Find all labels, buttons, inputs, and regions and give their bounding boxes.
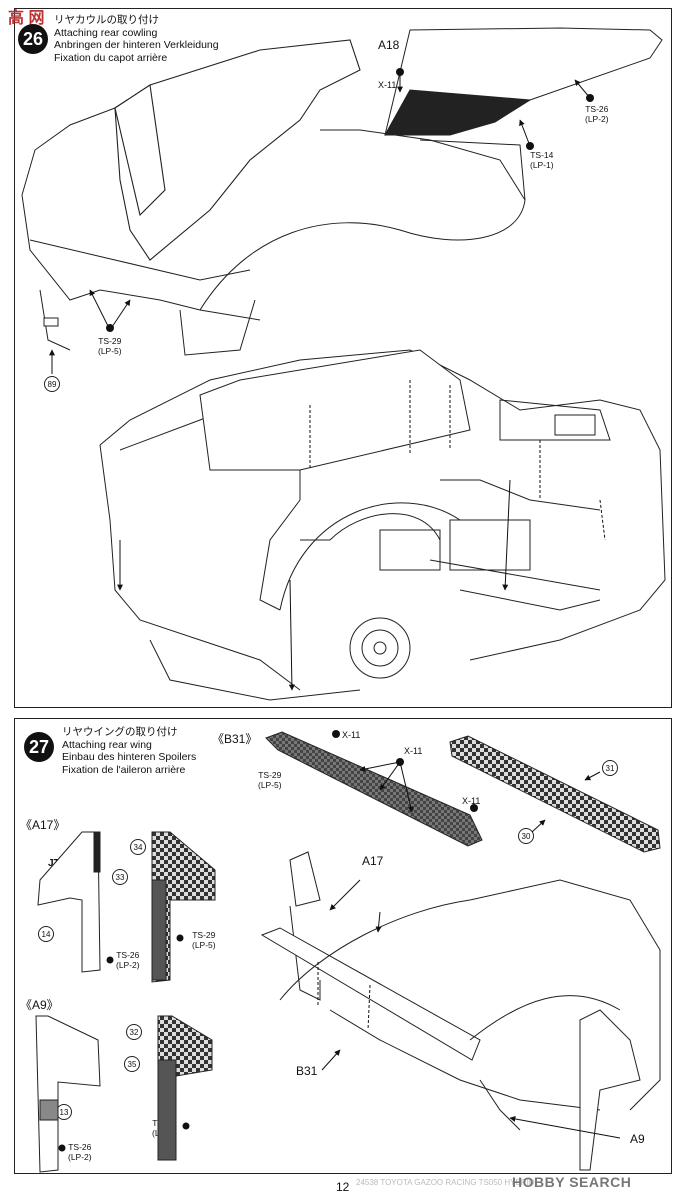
ref-89: 89 bbox=[44, 376, 60, 392]
paint-ts26-a9: TS-26 (LP-2) bbox=[68, 1142, 92, 1162]
step-27-panel bbox=[14, 718, 672, 1174]
paint-ts29: TS-29 (LP-5) bbox=[98, 336, 122, 356]
ref-35: 35 bbox=[124, 1056, 140, 1072]
paint-ts29-code: TS-29 bbox=[192, 930, 216, 940]
paint-ts26-a17: TS-26 (LP-2) bbox=[116, 950, 140, 970]
paint-lp5-code: (LP-5) bbox=[152, 1128, 176, 1138]
watermark-bottom: HOBBY SEARCH bbox=[512, 1174, 632, 1190]
ref-34: 34 bbox=[130, 839, 146, 855]
ref-14: 14 bbox=[38, 926, 54, 942]
title-de: Anbringen der hinteren Verkleidung bbox=[54, 39, 219, 51]
part-label-b31: B31 bbox=[296, 1064, 318, 1078]
title-fr: Fixation de l'aileron arrière bbox=[62, 763, 186, 776]
paint-ts29-a9: TS-29 (LP-5) bbox=[152, 1118, 176, 1138]
paint-lp2-code: (LP-2) bbox=[68, 1152, 92, 1162]
ref-31: 31 bbox=[602, 760, 618, 776]
ref-13: 13 bbox=[56, 1104, 72, 1120]
paint-ts14-code: TS-14 bbox=[530, 150, 554, 160]
paint-ts29-code: TS-29 bbox=[258, 770, 282, 780]
jtekt-logo-a17: JTEKT bbox=[48, 858, 80, 869]
footer-faint-text: 24538 TOYOTA GAZOO RACING TS050 HYBRID bbox=[356, 1178, 535, 1187]
paint-ts26-code: TS-26 bbox=[116, 950, 140, 960]
paint-ts29-code: TS-29 bbox=[152, 1118, 176, 1128]
paint-x11-b: X-11 bbox=[404, 746, 423, 756]
title-en: Attaching rear cowling bbox=[54, 26, 158, 39]
header-a17: 《A17》 bbox=[20, 818, 66, 832]
paint-lp5-code: (LP-5) bbox=[98, 346, 122, 356]
title-de: Einbau des hinteren Spoilers bbox=[62, 751, 197, 763]
paint-x11: X-11 bbox=[378, 80, 397, 90]
step-27-number: 27 bbox=[24, 732, 54, 762]
header-b31: 《B31》 bbox=[212, 732, 258, 746]
step-26-panel bbox=[14, 8, 672, 708]
ref-33: 33 bbox=[112, 869, 128, 885]
title-jp: リヤカウルの取り付け bbox=[54, 14, 159, 26]
paint-ts26-code: TS-26 bbox=[585, 104, 609, 114]
paint-lp2-code: (LP-2) bbox=[585, 114, 609, 124]
paint-x11-c: X-11 bbox=[462, 796, 481, 806]
paint-ts29-b31: TS-29 (LP-5) bbox=[258, 770, 282, 790]
paint-lp5-code: (LP-5) bbox=[258, 780, 282, 790]
paint-lp2-code: (LP-2) bbox=[116, 960, 140, 970]
ref-32: 32 bbox=[126, 1024, 142, 1040]
paint-lp5-code: (LP-5) bbox=[192, 940, 216, 950]
title-jp: リヤウイングの取り付け bbox=[62, 726, 178, 738]
title-en: Attaching rear wing bbox=[62, 738, 152, 751]
paint-ts14: TS-14 (LP-1) bbox=[530, 150, 554, 170]
paint-ts26-code: TS-26 bbox=[68, 1142, 92, 1152]
paint-ts29-code: TS-29 bbox=[98, 336, 122, 346]
jtekt-logo-a9: JTEKT bbox=[44, 1046, 76, 1057]
part-label-a18: A18 bbox=[378, 38, 400, 52]
paint-ts26: TS-26 (LP-2) bbox=[585, 104, 609, 124]
ref-30: 30 bbox=[518, 828, 534, 844]
watermark-top: 高 网 bbox=[8, 10, 45, 27]
paint-lp1-code: (LP-1) bbox=[530, 160, 554, 170]
header-a9: 《A9》 bbox=[20, 998, 59, 1012]
step-26-title: リヤカウルの取り付け Attaching rear cowling Anbrin… bbox=[54, 14, 219, 64]
part-label-a17: A17 bbox=[362, 854, 384, 868]
part-label-a9: A9 bbox=[630, 1132, 645, 1146]
step-26-number: 26 bbox=[18, 24, 48, 54]
step-27-title: リヤウイングの取り付け Attaching rear wing Einbau d… bbox=[62, 726, 196, 776]
paint-ts29-a17: TS-29 (LP-5) bbox=[192, 930, 216, 950]
page-number: 12 bbox=[336, 1180, 350, 1194]
title-fr: Fixation du capot arrière bbox=[54, 51, 168, 64]
paint-x11-a: X-11 bbox=[342, 730, 361, 740]
